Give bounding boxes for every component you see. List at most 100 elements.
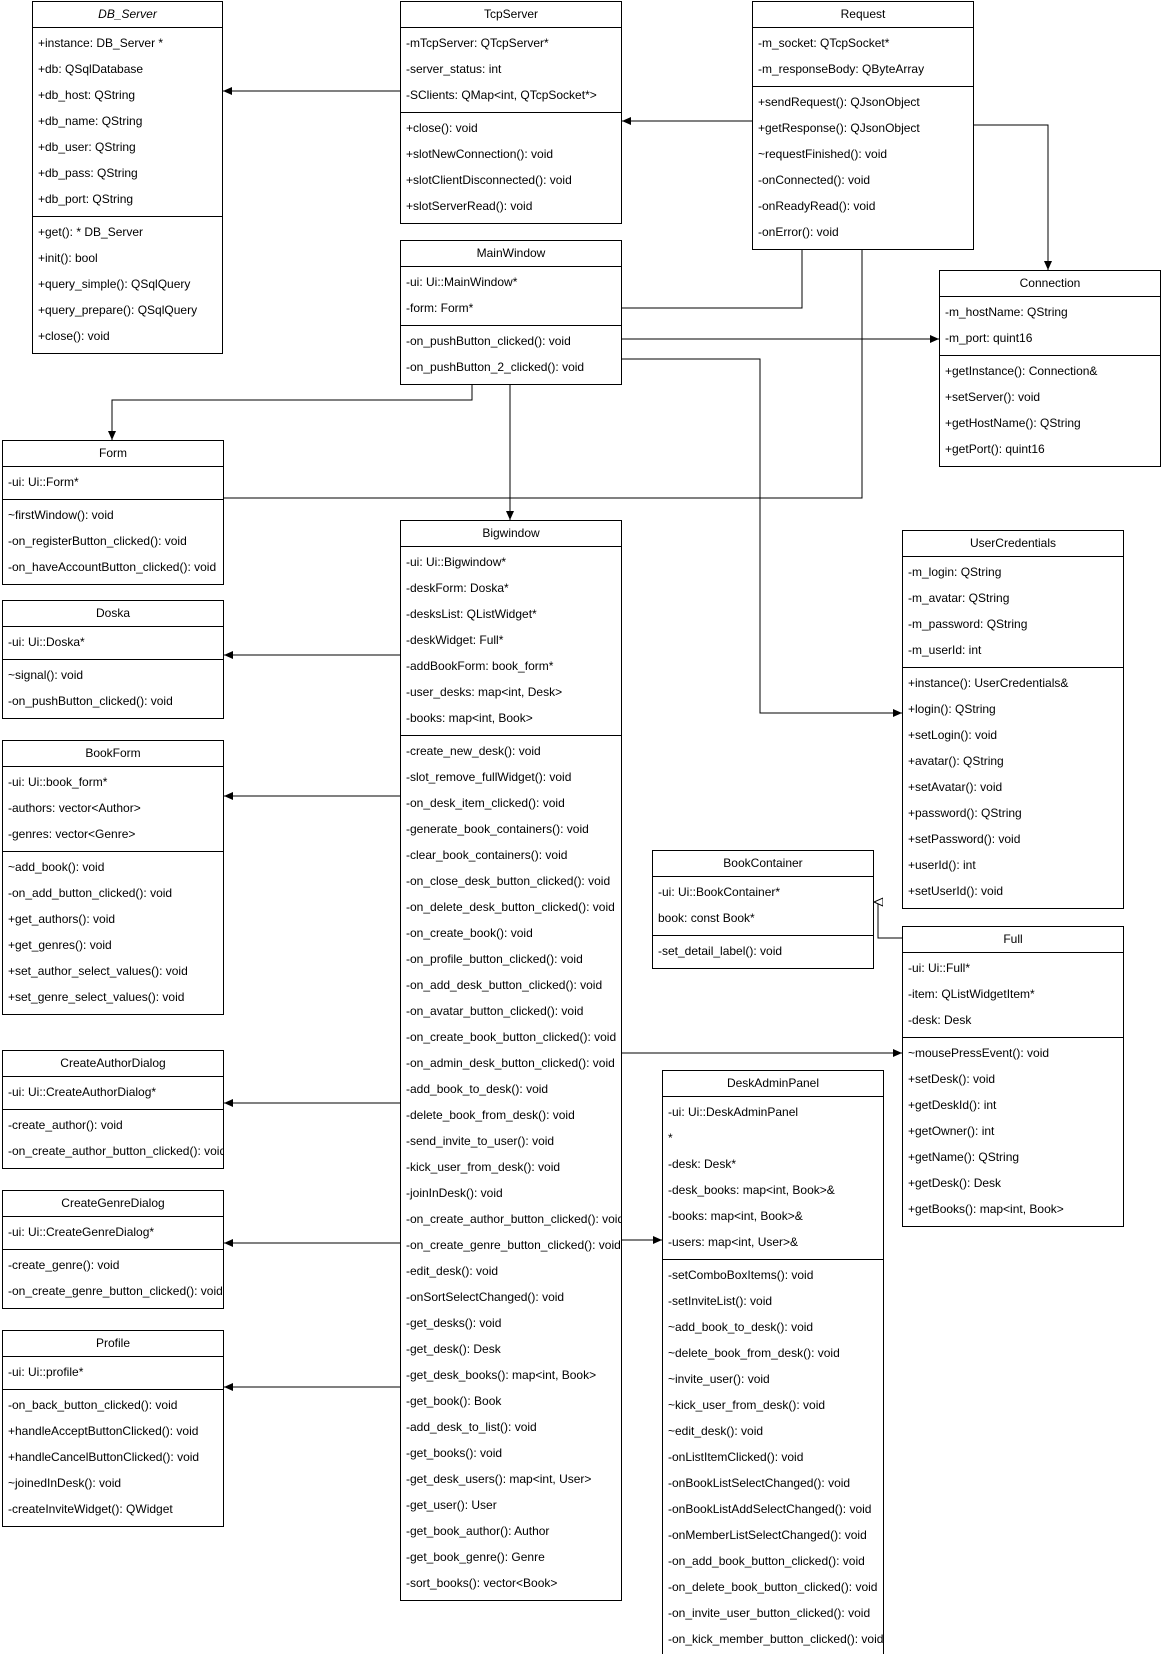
method: -get_desks(): void	[406, 1316, 502, 1330]
attribute-compartment: -ui: Ui::Bigwindow*-deskForm: Doska*-des…	[401, 547, 621, 735]
relation-full-to-bookcontainer	[874, 902, 902, 939]
attribute: *	[668, 1131, 673, 1145]
attribute-compartment: -ui: Ui::book_form*-authors: vector<Auth…	[3, 767, 223, 851]
attribute-compartment: -ui: Ui::MainWindow*-form: Form*	[401, 267, 621, 325]
method: -create_author(): void	[8, 1118, 123, 1132]
attribute: -item: QListWidgetItem*	[908, 987, 1035, 1001]
method: +init(): bool	[38, 251, 98, 265]
method: +close(): void	[406, 121, 478, 135]
attribute: -authors: vector<Author>	[8, 801, 141, 815]
attribute-compartment: -ui: Ui::BookContainer*book: const Book*	[653, 877, 873, 935]
method: -get_book(): Book	[406, 1394, 502, 1408]
attribute: -ui: Ui::CreateGenreDialog*	[8, 1225, 155, 1239]
method: +query_simple(): QSqlQuery	[38, 277, 191, 291]
class-bookcontainer: BookContainer-ui: Ui::BookContainer*book…	[652, 850, 874, 969]
method: +getHostName(): QString	[945, 416, 1081, 430]
method: +getInstance(): Connection&	[945, 364, 1098, 378]
attribute: -books: map<int, Book>&	[668, 1209, 803, 1223]
method: +setServer(): void	[945, 390, 1041, 404]
attribute-compartment: -ui: Ui::DeskAdminPanel*-desk: Desk*-des…	[663, 1097, 883, 1259]
method: -on_delete_desk_button_clicked(): void	[406, 900, 615, 914]
class-request: Request-m_socket: QTcpSocket*-m_response…	[752, 1, 974, 250]
method: +slotClientDisconnected(): void	[406, 173, 572, 187]
attribute-compartment: -ui: Ui::Doska*	[3, 627, 223, 659]
attribute: -desksList: QListWidget*	[406, 607, 537, 621]
attribute: +db: QSqlDatabase	[38, 62, 144, 76]
attribute: -ui: Ui::DeskAdminPanel	[668, 1105, 799, 1119]
attribute: -books: map<int, Book>	[406, 711, 533, 725]
method: +getResponse(): QJsonObject	[758, 121, 920, 135]
method: +slotServerRead(): void	[406, 199, 533, 213]
method: ~delete_book_from_desk(): void	[668, 1346, 840, 1360]
attribute: -ui: Ui::MainWindow*	[406, 275, 518, 289]
method: +password(): QString	[908, 806, 1022, 820]
relation-mainwindow-to-form	[108, 378, 473, 440]
method: +query_prepare(): QSqlQuery	[38, 303, 198, 317]
relation-request-to-connection	[974, 124, 1052, 270]
method: -clear_book_containers(): void	[406, 848, 568, 862]
attribute: +db_pass: QString	[38, 166, 138, 180]
attribute: -ui: Ui::BookContainer*	[658, 885, 781, 899]
attribute: -ui: Ui::Doska*	[8, 635, 85, 649]
attribute: -ui: Ui::CreateAuthorDialog*	[8, 1085, 157, 1099]
method: ~mousePressEvent(): void	[908, 1046, 1050, 1060]
method: ~firstWindow(): void	[8, 508, 114, 522]
method: -get_desk_books(): map<int, Book>	[406, 1368, 597, 1382]
method: +setLogin(): void	[908, 728, 998, 742]
method: -on_admin_desk_button_clicked(): void	[406, 1056, 615, 1070]
attribute: -ui: Ui::Bigwindow*	[406, 555, 507, 569]
method: +avatar(): QString	[908, 754, 1004, 768]
method: -onError(): void	[758, 225, 839, 239]
class-usercredentials: UserCredentials-m_login: QString-m_avata…	[902, 530, 1124, 909]
class-name: DeskAdminPanel	[663, 1071, 883, 1097]
method: +close(): void	[38, 329, 110, 343]
class-db_server: DB_Server+instance: DB_Server *+db: QSql…	[32, 1, 223, 354]
method-compartment: -create_genre(): void-on_create_genre_bu…	[3, 1249, 223, 1308]
method: -on_desk_item_clicked(): void	[406, 796, 565, 810]
attribute: -SClients: QMap<int, QTcpSocket*>	[406, 88, 597, 102]
attribute-compartment: -mTcpServer: QTcpServer*-server_status: …	[401, 28, 621, 112]
method: +getPort(): quint16	[945, 442, 1045, 456]
method: -on_kick_member_button_clicked(): void	[668, 1632, 883, 1646]
method: +getName(): QString	[908, 1150, 1020, 1164]
method: -setInviteList(): void	[668, 1294, 773, 1308]
method: -on_create_genre_button_clicked(): void	[8, 1284, 223, 1298]
method: +login(): QString	[908, 702, 996, 716]
relation-form-to-request	[224, 240, 866, 499]
method-compartment: ~signal(): void-on_pushButton_clicked():…	[3, 659, 223, 718]
class-name: DB_Server	[33, 2, 222, 28]
method: +setAvatar(): void	[908, 780, 1003, 794]
method: +getOwner(): int	[908, 1124, 995, 1138]
relation-mainwindow-to-usercredentials	[622, 358, 902, 717]
class-connection: Connection-m_hostName: QString-m_port: q…	[939, 270, 1161, 467]
method: -on_create_author_button_clicked(): void	[406, 1212, 621, 1226]
attribute: -genres: vector<Genre>	[8, 827, 136, 841]
attribute: -deskWidget: Full*	[406, 633, 504, 647]
method: -on_pushButton_2_clicked(): void	[406, 360, 585, 374]
method: -add_book_to_desk(): void	[406, 1082, 549, 1096]
method: -on_delete_book_button_clicked(): void	[668, 1580, 878, 1594]
class-bigwindow: Bigwindow-ui: Ui::Bigwindow*-deskForm: D…	[400, 520, 622, 1601]
method: +setPassword(): void	[908, 832, 1021, 846]
method: +sendRequest(): QJsonObject	[758, 95, 920, 109]
method: -set_detail_label(): void	[658, 944, 783, 958]
attribute: -m_userId: int	[908, 643, 982, 657]
method: -on_add_book_button_clicked(): void	[668, 1554, 865, 1568]
method: +userId(): int	[908, 858, 976, 872]
attribute: -addBookForm: book_form*	[406, 659, 554, 673]
method: -onListItemClicked(): void	[668, 1450, 804, 1464]
class-name: BookContainer	[653, 851, 873, 877]
attribute: +db_user: QString	[38, 140, 136, 154]
method: -onBookListAddSelectChanged(): void	[668, 1502, 872, 1516]
class-name: CreateAuthorDialog	[3, 1051, 223, 1077]
attribute: -m_socket: QTcpSocket*	[758, 36, 890, 50]
class-name: TcpServer	[401, 2, 621, 28]
attribute-compartment: -ui: Ui::CreateAuthorDialog*	[3, 1077, 223, 1109]
method: -get_book_genre(): Genre	[406, 1550, 545, 1564]
method: -onReadyRead(): void	[758, 199, 876, 213]
method-compartment: +close(): void+slotNewConnection(): void…	[401, 112, 621, 223]
class-full: Full-ui: Ui::Full*-item: QListWidgetItem…	[902, 926, 1124, 1227]
attribute: -mTcpServer: QTcpServer*	[406, 36, 549, 50]
method: -on_close_desk_button_clicked(): void	[406, 874, 611, 888]
